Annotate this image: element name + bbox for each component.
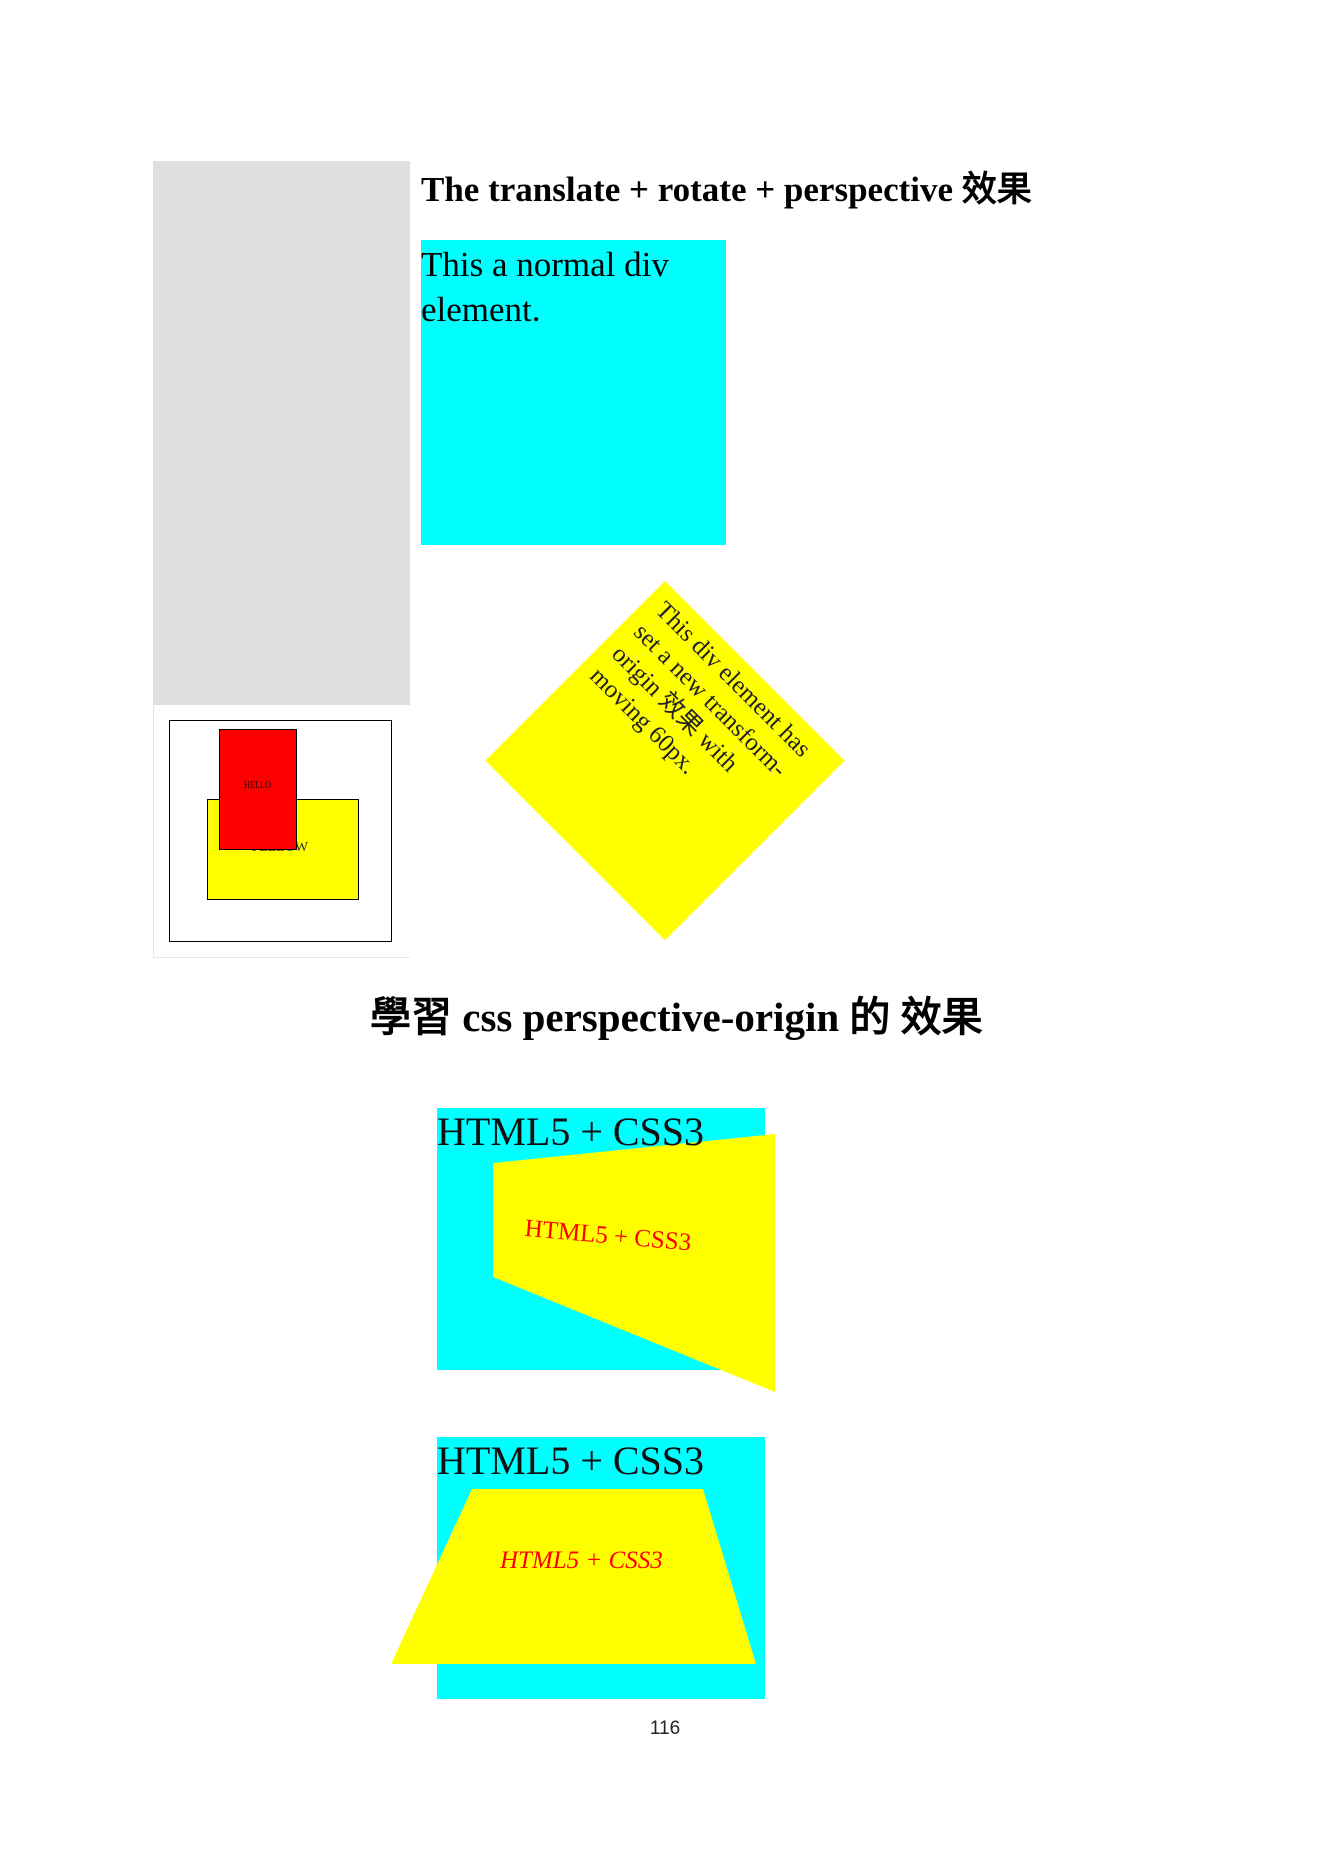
red-box: [219, 729, 297, 850]
section-title-perspective-origin: 學習 css perspective-origin 的 效果: [370, 994, 983, 1040]
gray-side-panel: [153, 161, 410, 705]
section-title-translate: The translate + rotate + perspective 效果: [421, 170, 1032, 209]
perspective-demo-1-transformed-box: [493, 1134, 775, 1392]
perspective-demo-2-inner-text: HTML5 + CSS3: [500, 1547, 663, 1574]
perspective-demo-1-title: HTML5 + CSS3: [437, 1109, 705, 1154]
perspective-demo-2-transformed-box: [391, 1489, 756, 1664]
perspective-demo-2-title: HTML5 + CSS3: [437, 1438, 705, 1483]
page-number: 116: [649, 1718, 681, 1739]
normal-div-box: [421, 240, 726, 545]
red-box-label: HELLO: [244, 779, 272, 791]
normal-div-text: This a normal div element.: [421, 245, 669, 329]
